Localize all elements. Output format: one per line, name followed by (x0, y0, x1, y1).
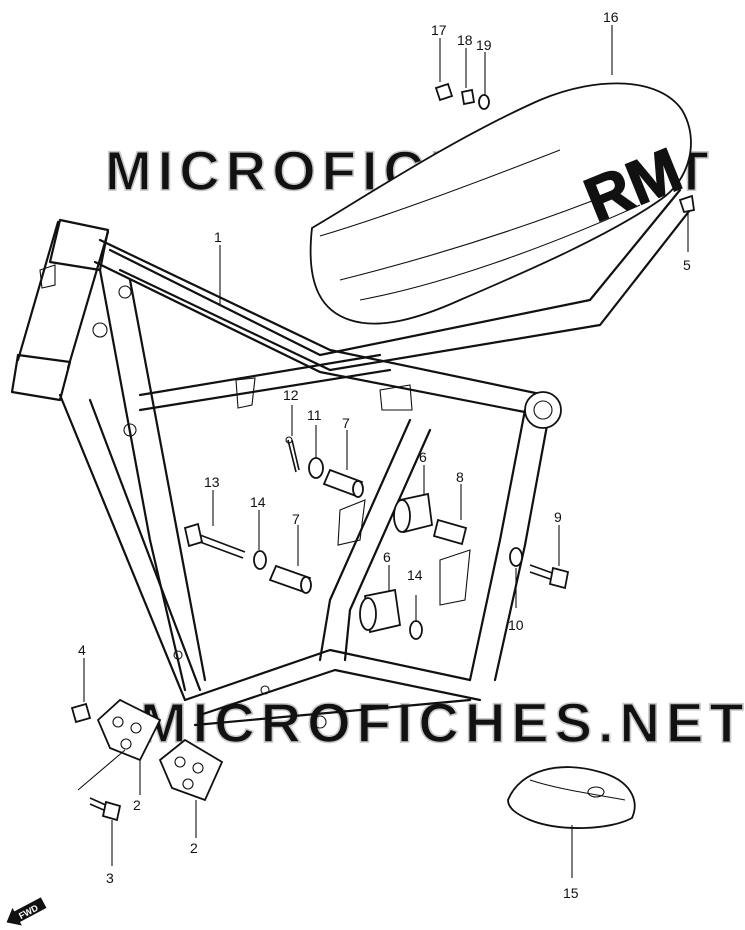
callout-11: 11 (307, 407, 322, 423)
callout-15: 15 (563, 885, 579, 901)
washer-part-11 (308, 457, 324, 479)
callout-7-lower: 7 (292, 511, 300, 527)
callout-2-upper: 2 (133, 797, 141, 813)
fwd-arrow-icon: FWD (6, 897, 47, 926)
bolt-part-13 (183, 522, 246, 559)
callout-18: 18 (457, 32, 473, 48)
bushing-part-6-lower (359, 588, 402, 634)
callout-14-left: 14 (250, 494, 266, 510)
callout-2-lower: 2 (190, 840, 198, 856)
spacer-part-8 (432, 518, 468, 546)
washer-part-14-right (409, 620, 423, 640)
callout-1: 1 (214, 229, 222, 245)
bolt-part-9 (529, 564, 570, 590)
bolt-part-3 (89, 797, 122, 822)
nut-part-4 (70, 702, 92, 724)
callout-10: 10 (508, 617, 524, 633)
bushing-part-6-upper (393, 492, 433, 534)
callout-8: 8 (456, 469, 464, 485)
nut-part-18 (460, 88, 476, 106)
callout-4: 4 (78, 642, 86, 658)
callout-16: 16 (603, 9, 619, 25)
collar-part-7-lower (268, 564, 312, 594)
callout-12: 12 (283, 387, 299, 403)
callout-3: 3 (106, 870, 114, 886)
plate-part-2-lower (158, 738, 224, 802)
callout-9: 9 (554, 509, 562, 525)
washer-part-14-left (253, 550, 267, 570)
callout-19: 19 (476, 37, 492, 53)
washer-part-19 (478, 94, 490, 110)
leader-lines (77, 25, 689, 878)
seat-part-16: RM (309, 82, 692, 325)
callout-14-right: 14 (407, 567, 423, 583)
callout-6-upper: 6 (419, 449, 427, 465)
clip-part-5 (678, 194, 696, 214)
callout-17: 17 (431, 22, 447, 38)
callout-5: 5 (683, 257, 691, 273)
callout-13: 13 (204, 474, 220, 490)
frame-part-1 (10, 188, 692, 729)
washer-part-10 (509, 547, 523, 567)
collar-part-7-upper (322, 468, 364, 498)
callout-7-upper: 7 (342, 415, 350, 431)
bolt-part-17 (434, 82, 454, 102)
cotter-pin-part-12 (285, 436, 300, 473)
guard-part-15 (507, 766, 636, 829)
callout-6-lower: 6 (383, 549, 391, 565)
plate-part-2-upper (96, 698, 162, 762)
